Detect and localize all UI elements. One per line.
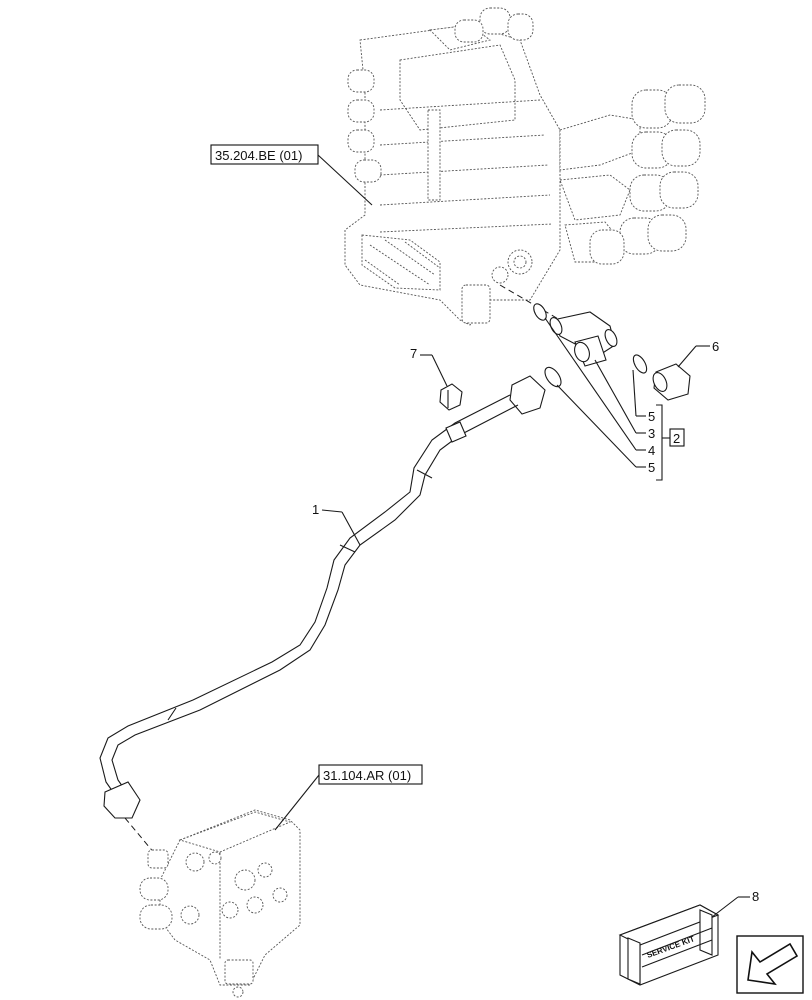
o-ring-right bbox=[632, 354, 648, 374]
hydraulic-pipe bbox=[99, 375, 546, 819]
upper-control-valve-assembly bbox=[344, 7, 706, 326]
svg-text:8: 8 bbox=[752, 889, 759, 904]
fitting-nut bbox=[439, 383, 463, 411]
callout-3: 3 bbox=[594, 359, 655, 441]
service-kit-box: SERVICE KIT bbox=[618, 904, 720, 986]
callout-5-lower: 5 bbox=[556, 384, 655, 475]
svg-text:3: 3 bbox=[648, 426, 655, 441]
callout-4: 4 bbox=[544, 317, 655, 458]
svg-text:5: 5 bbox=[648, 460, 655, 475]
tee-fitting bbox=[549, 311, 618, 367]
lower-valve-assembly bbox=[139, 809, 301, 998]
svg-text:4: 4 bbox=[648, 443, 655, 458]
svg-text:6: 6 bbox=[712, 339, 719, 354]
svg-text:7: 7 bbox=[410, 346, 417, 361]
blanking-cap bbox=[652, 363, 691, 401]
o-ring-upper bbox=[533, 303, 547, 321]
callout-5-upper: 5 bbox=[632, 369, 655, 424]
reference-label-upper-valve[interactable]: 35.204.BE (01) bbox=[210, 144, 373, 206]
callout-6: 6 bbox=[677, 339, 719, 368]
callout-7: 7 bbox=[410, 346, 448, 387]
callout-1: 1 bbox=[312, 502, 361, 546]
svg-text:35.204.BE (01): 35.204.BE (01) bbox=[215, 148, 302, 163]
svg-text:2: 2 bbox=[673, 431, 680, 446]
group-bracket: 2 bbox=[656, 404, 685, 481]
svg-text:1: 1 bbox=[312, 502, 319, 517]
callout-8: 8 bbox=[711, 889, 759, 918]
reference-label-lower-valve[interactable]: 31.104.AR (01) bbox=[274, 764, 423, 831]
o-ring-lower bbox=[544, 366, 562, 388]
arrow-down-left-icon[interactable] bbox=[736, 935, 804, 994]
svg-text:5: 5 bbox=[648, 409, 655, 424]
svg-text:31.104.AR (01): 31.104.AR (01) bbox=[323, 768, 411, 783]
